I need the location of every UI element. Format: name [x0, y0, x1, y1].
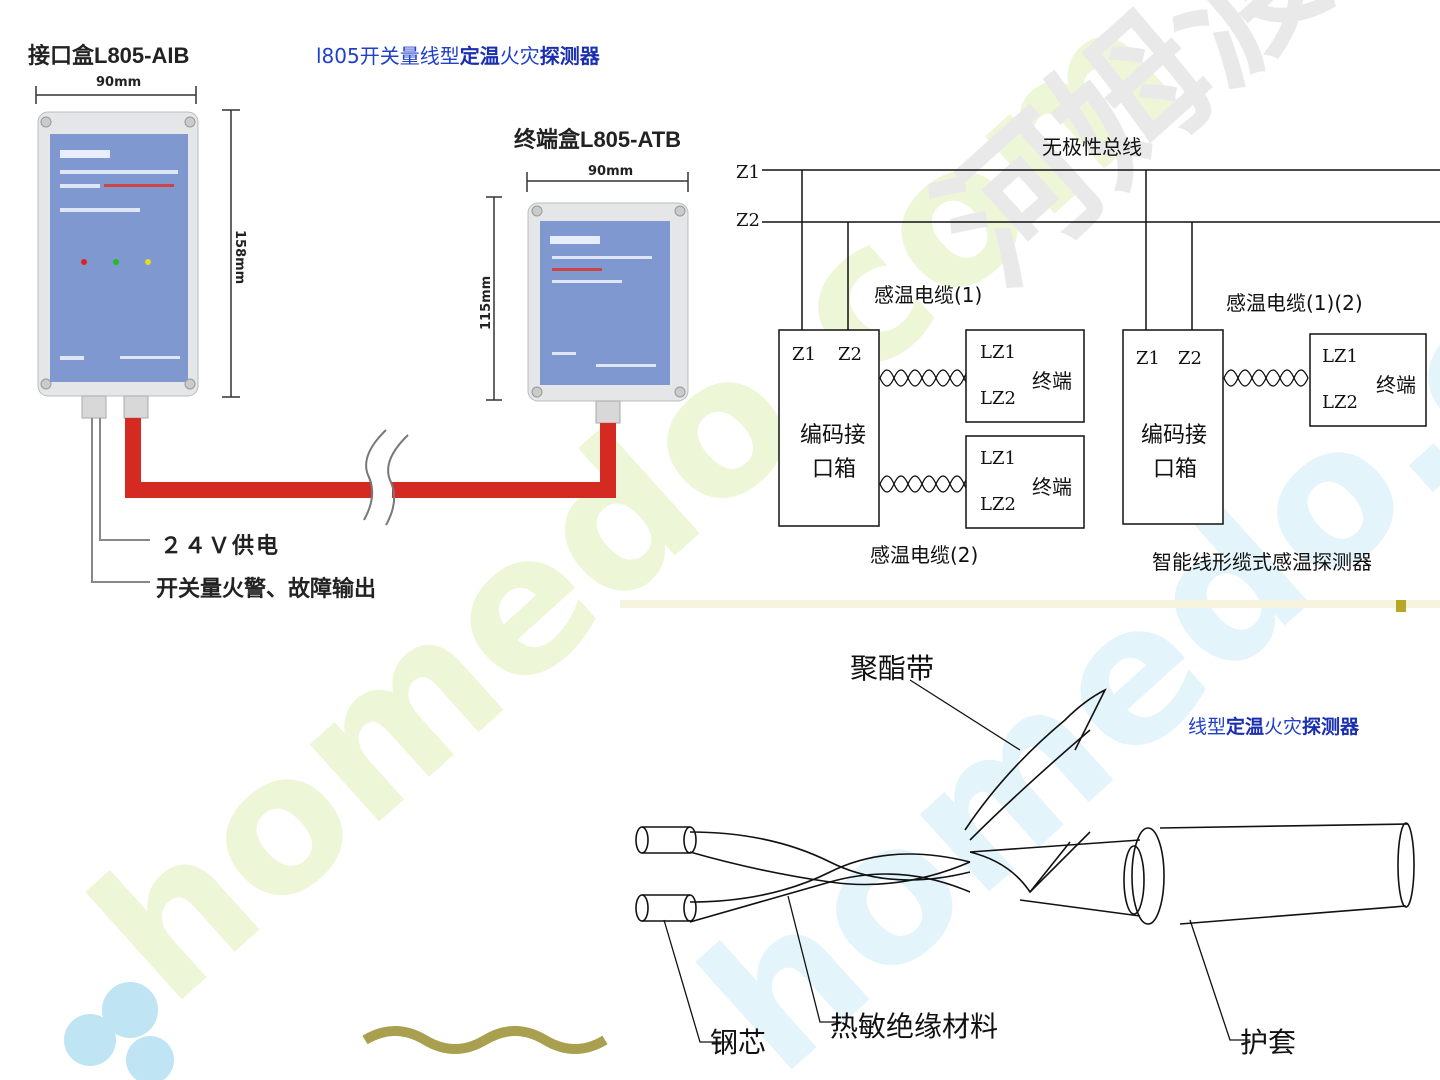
end-terminal-3-lz2: LZ2	[1322, 392, 1358, 413]
twisted-cable-symbols	[879, 369, 1309, 493]
end-terminal-3-lz1: LZ1	[1322, 346, 1358, 367]
sensing-cable-1-label: 感温电缆(1)	[874, 283, 982, 307]
power-label: ２４Ｖ供电	[160, 534, 281, 559]
end-terminal-2: LZ1 LZ2 终端	[965, 435, 1085, 529]
end-terminal-2-label: 终端	[1032, 475, 1072, 499]
output-wires	[91, 418, 150, 583]
end-terminal-1-lz1: LZ1	[980, 342, 1016, 363]
end-terminal-1-label: 终端	[1032, 369, 1072, 393]
output-label: 开关量火警、故障输出	[156, 577, 377, 602]
detector-title-top: l805开关量线型定温火灾探测器	[316, 44, 600, 68]
terminal-box-title: 终端盒L805-ATB	[514, 127, 682, 152]
interface-box-width-label: 90mm	[96, 75, 141, 90]
steel-core-label: 钢芯	[710, 1026, 766, 1059]
encoder-box-1-label-line1: 编码接	[800, 423, 866, 448]
leader-lines	[663, 679, 1250, 1043]
terminal-box-height-dimension	[486, 196, 502, 401]
encoder-box-1-z2: Z2	[838, 344, 862, 365]
detector-caption: 智能线形缆式感温探测器	[1152, 550, 1372, 574]
cable-structure-drawing: 聚酯带 钢芯 热敏绝缘材料 护套	[620, 600, 1440, 1059]
encoder-box-1-label-line2: 口箱	[812, 457, 856, 482]
cable-body	[635, 688, 1415, 925]
end-terminal-2-lz2: LZ2	[980, 494, 1016, 515]
encoder-box-2: Z1 Z2 编码接 口箱	[1122, 329, 1224, 525]
detector-title-bottom: 线型定温火灾探测器	[1188, 716, 1360, 738]
end-terminal-1: LZ1 LZ2 终端	[965, 329, 1085, 423]
wiring-schematic: 无极性总线 Z1 Z2 感温电缆(1) 感温电缆(1)(2) Z1 Z2 编码接…	[736, 135, 1440, 574]
separator-bar	[620, 600, 1440, 608]
interface-box-width-dimension	[35, 86, 197, 104]
end-terminal-2-lz1: LZ1	[980, 448, 1016, 469]
sensing-cable-2-label: 感温电缆(2)	[870, 543, 978, 567]
heat-sensitive-insulation-label: 热敏绝缘材料	[830, 1010, 998, 1043]
interface-box-device	[37, 111, 199, 419]
watermark-flower-icon	[64, 982, 174, 1080]
bus-line-z2-label: Z2	[736, 210, 760, 231]
jacket-label: 护套	[1240, 1026, 1296, 1059]
terminal-box-device	[527, 202, 689, 424]
drop-lines	[801, 170, 1193, 332]
encoder-box-1-z1: Z1	[792, 344, 816, 365]
end-terminal-3-label: 终端	[1376, 373, 1416, 397]
terminal-box-width-dimension	[526, 172, 689, 192]
terminal-box-width-label: 90mm	[588, 164, 633, 179]
decorative-wave	[362, 1026, 608, 1054]
encoder-box-2-label-line1: 编码接	[1141, 423, 1207, 448]
end-terminal-1-lz2: LZ2	[980, 388, 1016, 409]
interface-box-height-label: 158mm	[232, 230, 247, 284]
polyester-tape-label: 聚酯带	[850, 652, 934, 685]
end-terminal-3: LZ1 LZ2 终端	[1309, 333, 1427, 427]
interface-box-title: 接口盒L805-AIB	[28, 43, 190, 68]
encoder-box-2-label-line2: 口箱	[1153, 457, 1197, 482]
bus-line-z1-label: Z1	[736, 162, 760, 183]
separator-accent	[1396, 600, 1406, 612]
bus-label: 无极性总线	[1042, 135, 1142, 159]
encoder-box-2-z1: Z1	[1136, 348, 1160, 369]
red-sensing-cable	[125, 418, 616, 526]
product-diagram: 90mm 158mm 90mm 115mm	[35, 75, 689, 583]
encoder-box-1: Z1 Z2 编码接 口箱	[778, 329, 880, 527]
encoder-box-2-z2: Z2	[1178, 348, 1202, 369]
terminal-box-height-label: 115mm	[479, 276, 494, 330]
sensing-cable-12-label: 感温电缆(1)(2)	[1226, 291, 1363, 315]
interface-box-height-dimension	[222, 109, 240, 398]
